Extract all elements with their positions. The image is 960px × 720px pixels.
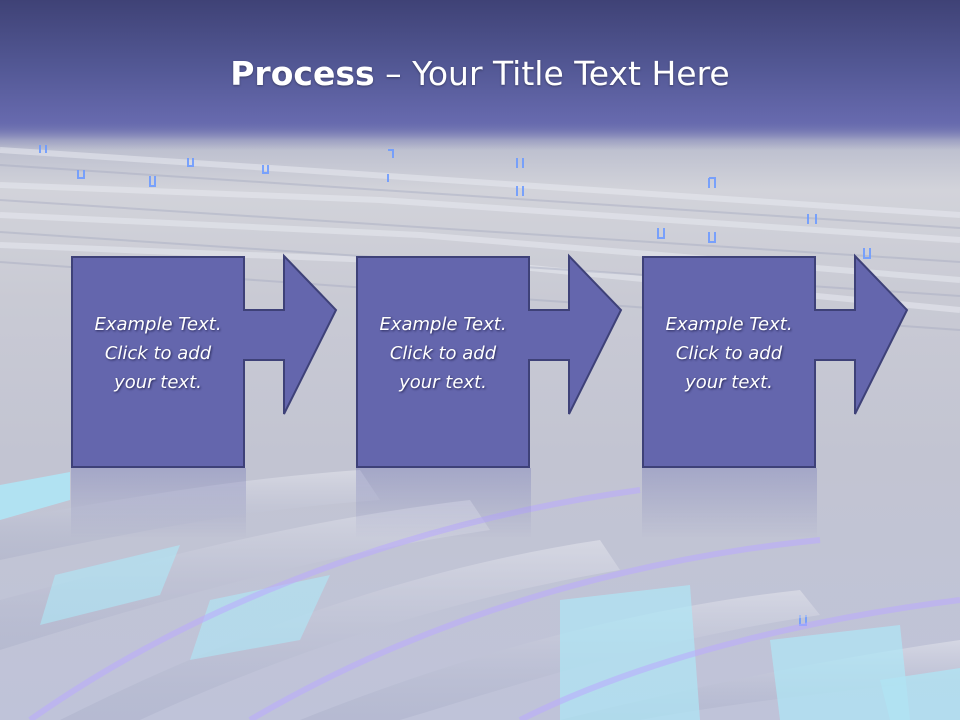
step-1-text[interactable]: Example Text. Click to add your text.	[73, 310, 243, 397]
page-title: Process – Your Title Text Here	[0, 52, 960, 96]
step-2-reflection	[356, 468, 531, 538]
process-step-2[interactable]: Example Text. Click to add your text.	[356, 253, 636, 468]
step-2-text[interactable]: Example Text. Click to add your text.	[358, 310, 528, 397]
title-rest: – Your Title Text Here	[374, 54, 730, 93]
process-step-1[interactable]: Example Text. Click to add your text.	[71, 253, 351, 468]
title-band	[0, 0, 960, 150]
step-1-arrow-box-shape	[71, 253, 338, 468]
step-2-line-1: Example Text.	[379, 314, 507, 335]
step-3-line-3: your text.	[685, 372, 773, 393]
step-2-line-3: your text.	[399, 372, 487, 393]
process-step-3[interactable]: Example Text. Click to add your text.	[642, 253, 922, 468]
step-1-line-2: Click to add	[104, 343, 212, 364]
step-1-line-3: your text.	[114, 372, 202, 393]
step-3-line-2: Click to add	[675, 343, 783, 364]
step-1-reflection	[71, 468, 246, 538]
title-bold: Process	[230, 54, 375, 93]
step-3-arrow-box-shape	[642, 253, 909, 468]
step-3-reflection	[642, 468, 817, 538]
step-2-arrow-box-shape	[356, 253, 623, 468]
step-1-line-1: Example Text.	[94, 314, 222, 335]
step-2-line-2: Click to add	[389, 343, 497, 364]
step-3-line-1: Example Text.	[665, 314, 793, 335]
step-3-text[interactable]: Example Text. Click to add your text.	[644, 310, 814, 397]
